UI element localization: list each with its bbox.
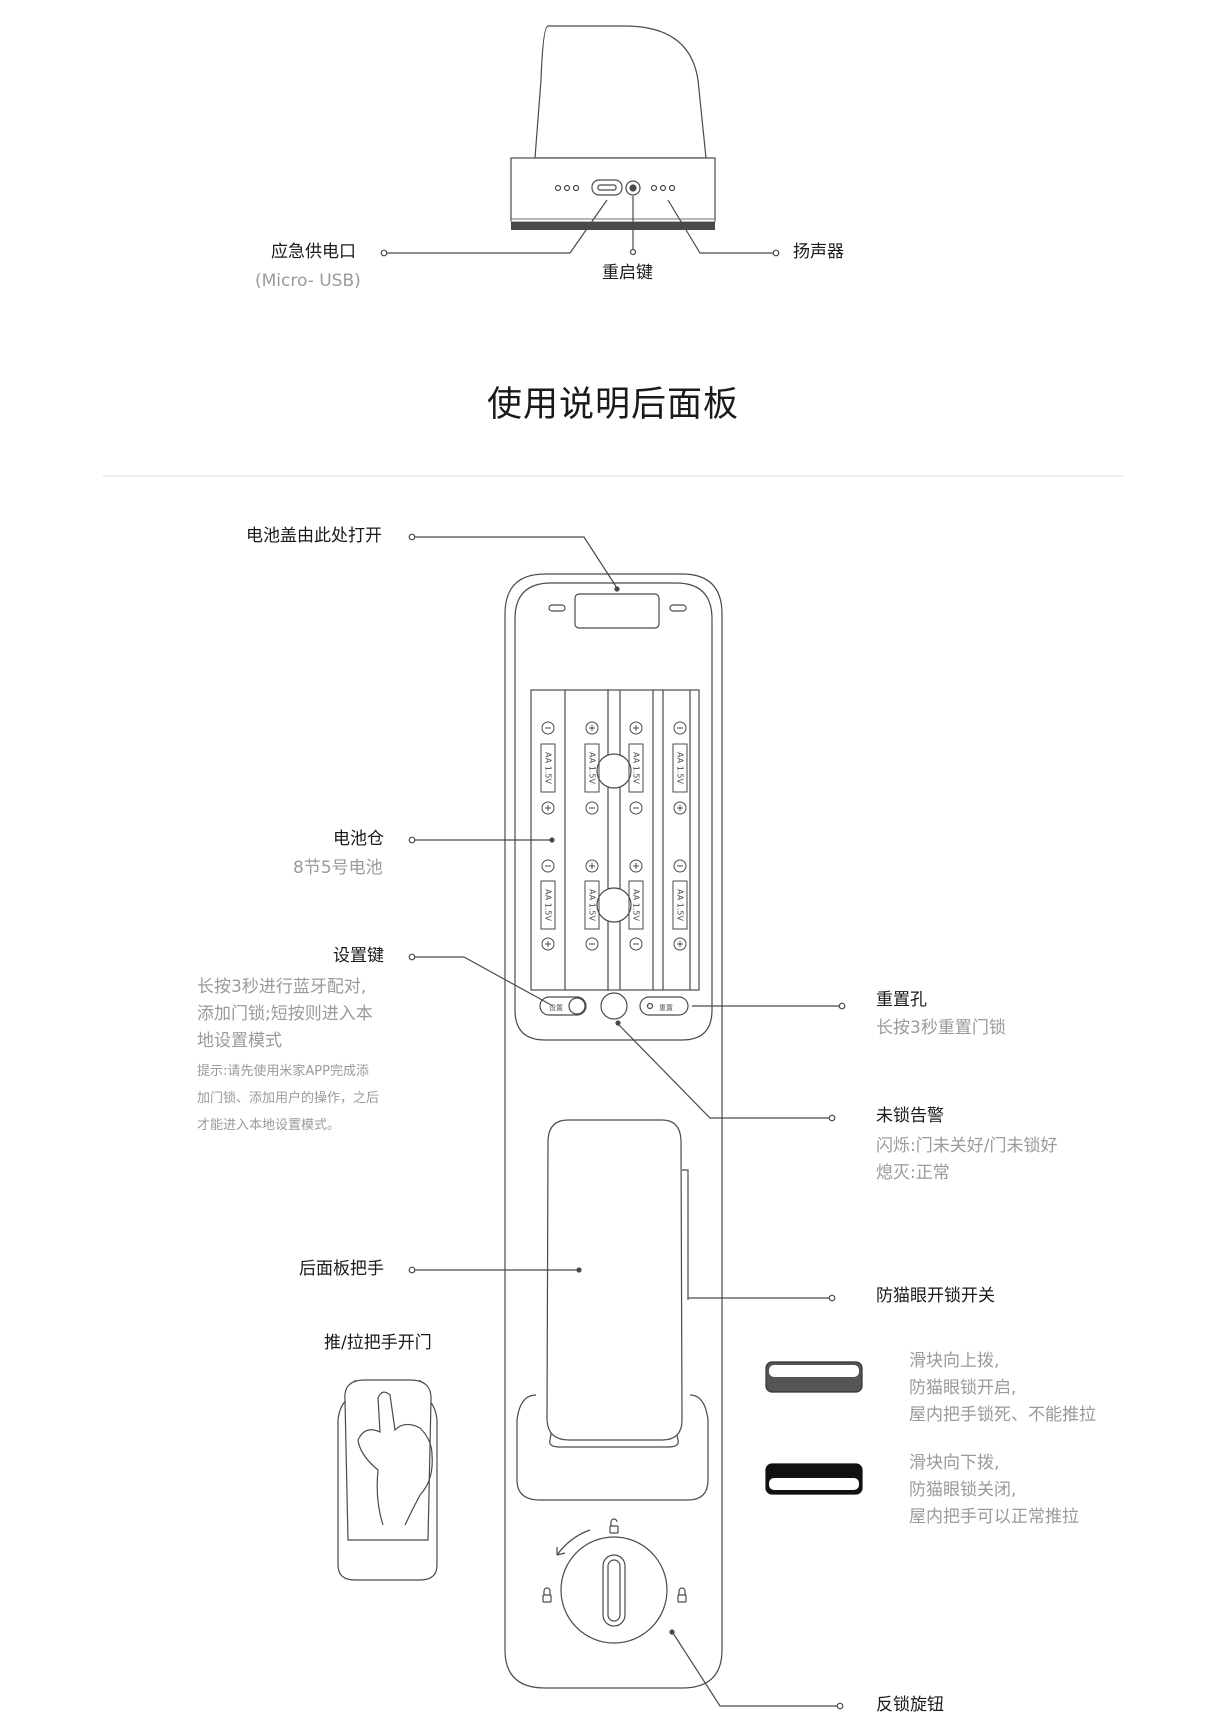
battery-cell-label: AA 1.5V: [588, 889, 597, 921]
minus-icon: [629, 937, 643, 951]
label-push-pull: 推/拉把手开门: [324, 1333, 432, 1353]
battery-cell: [672, 743, 688, 793]
label-deadbolt-knob: 反锁旋钮: [876, 1695, 944, 1715]
plus-icon: [585, 859, 599, 873]
battery-cell: [584, 880, 600, 930]
plus-icon: [673, 801, 687, 815]
battery-cell-label: AA 1.5V: [676, 752, 685, 784]
label-reset-hole-sub: 长按3秒重置门锁: [876, 1018, 1006, 1038]
leader-battery-cover: [414, 536, 618, 589]
label-settings-key: 设置键: [333, 946, 384, 966]
settings-desc-1: 长按3秒进行蓝牙配对,: [197, 977, 367, 997]
leader-settings-key: [414, 956, 554, 1007]
slider-up-3: 屋内把手锁死、不能推拉: [909, 1405, 1096, 1425]
battery-cell: [540, 743, 556, 793]
device-bottom-view: [510, 25, 716, 230]
settings-tip-2: 加门锁、添加用户的操作，之后: [197, 1091, 380, 1106]
label-unlocked-alarm-sub2: 熄灭:正常: [876, 1163, 950, 1183]
label-emergency-power: 应急供电口: [271, 242, 356, 262]
label-battery-bay-sub: 8节5号电池: [293, 858, 383, 878]
battery-cell-label: AA 1.5V: [632, 752, 641, 784]
rear-panel: [504, 573, 723, 1689]
leader-unlocked-alarm: [618, 1024, 830, 1119]
label-reset-hole: 重置孔: [876, 990, 927, 1010]
plus-icon: [541, 937, 555, 951]
label-battery-bay: 电池仓: [333, 829, 384, 849]
plus-icon: [585, 721, 599, 735]
label-rear-handle: 后面板把手: [299, 1259, 384, 1279]
minus-icon: [629, 801, 643, 815]
label-unlocked-alarm-sub1: 闪烁:门未关好/门未锁好: [876, 1136, 1058, 1156]
label-anti-peep-switch: 防猫眼开锁开关: [876, 1286, 995, 1306]
battery-cell-label: AA 1.5V: [676, 889, 685, 921]
plus-icon: [541, 801, 555, 815]
label-unlocked-alarm: 未锁告警: [876, 1106, 944, 1126]
label-battery-cover: 电池盖由此处打开: [246, 526, 382, 546]
minus-icon: [541, 721, 555, 735]
settings-tip-1: 提示:请先使用米家APP完成添: [197, 1064, 369, 1079]
minus-icon: [585, 801, 599, 815]
plus-icon: [673, 937, 687, 951]
slider-down-icon: [765, 1463, 863, 1495]
minus-icon: [585, 937, 599, 951]
leader-deadbolt: [672, 1632, 838, 1707]
minus-icon: [673, 859, 687, 873]
label-speaker: 扬声器: [793, 242, 844, 262]
settings-desc-2: 添加门锁;短按则进入本: [197, 1004, 373, 1024]
label-reset-key: 重启键: [602, 263, 653, 283]
settings-desc-3: 地设置模式: [197, 1031, 282, 1051]
plus-icon: [629, 859, 643, 873]
svg-text:设置: 设置: [549, 1003, 563, 1012]
label-emergency-power-sub: (Micro- USB): [255, 271, 361, 291]
slider-down-1: 滑块向下拨,: [909, 1453, 1000, 1473]
battery-cell: [628, 743, 644, 793]
leader-speaker: [667, 199, 774, 254]
battery-cell: [584, 743, 600, 793]
slider-up-2: 防猫眼锁开启,: [909, 1378, 1017, 1398]
battery-cell-label: AA 1.5V: [544, 752, 553, 784]
minus-icon: [541, 859, 555, 873]
battery-cell-label: AA 1.5V: [632, 889, 641, 921]
leader-emergency-power: [386, 199, 608, 254]
battery-cell-label: AA 1.5V: [588, 752, 597, 784]
plus-icon: [629, 721, 643, 735]
slider-down-2: 防猫眼锁关闭,: [909, 1480, 1017, 1500]
settings-tip-3: 才能进入本地设置模式。: [197, 1118, 341, 1133]
push-pull-illustration: [337, 1379, 438, 1581]
battery-cell-label: AA 1.5V: [544, 889, 553, 921]
battery-cell: [540, 880, 556, 930]
battery-cell: [628, 880, 644, 930]
battery-cell: [672, 880, 688, 930]
svg-text:重置: 重置: [659, 1004, 673, 1012]
slider-down-3: 屋内把手可以正常推拉: [909, 1507, 1079, 1527]
minus-icon: [673, 721, 687, 735]
slider-up-1: 滑块向上拨,: [909, 1351, 1000, 1371]
page-title: 使用说明后面板: [487, 385, 740, 425]
slider-up-icon: [765, 1361, 863, 1393]
